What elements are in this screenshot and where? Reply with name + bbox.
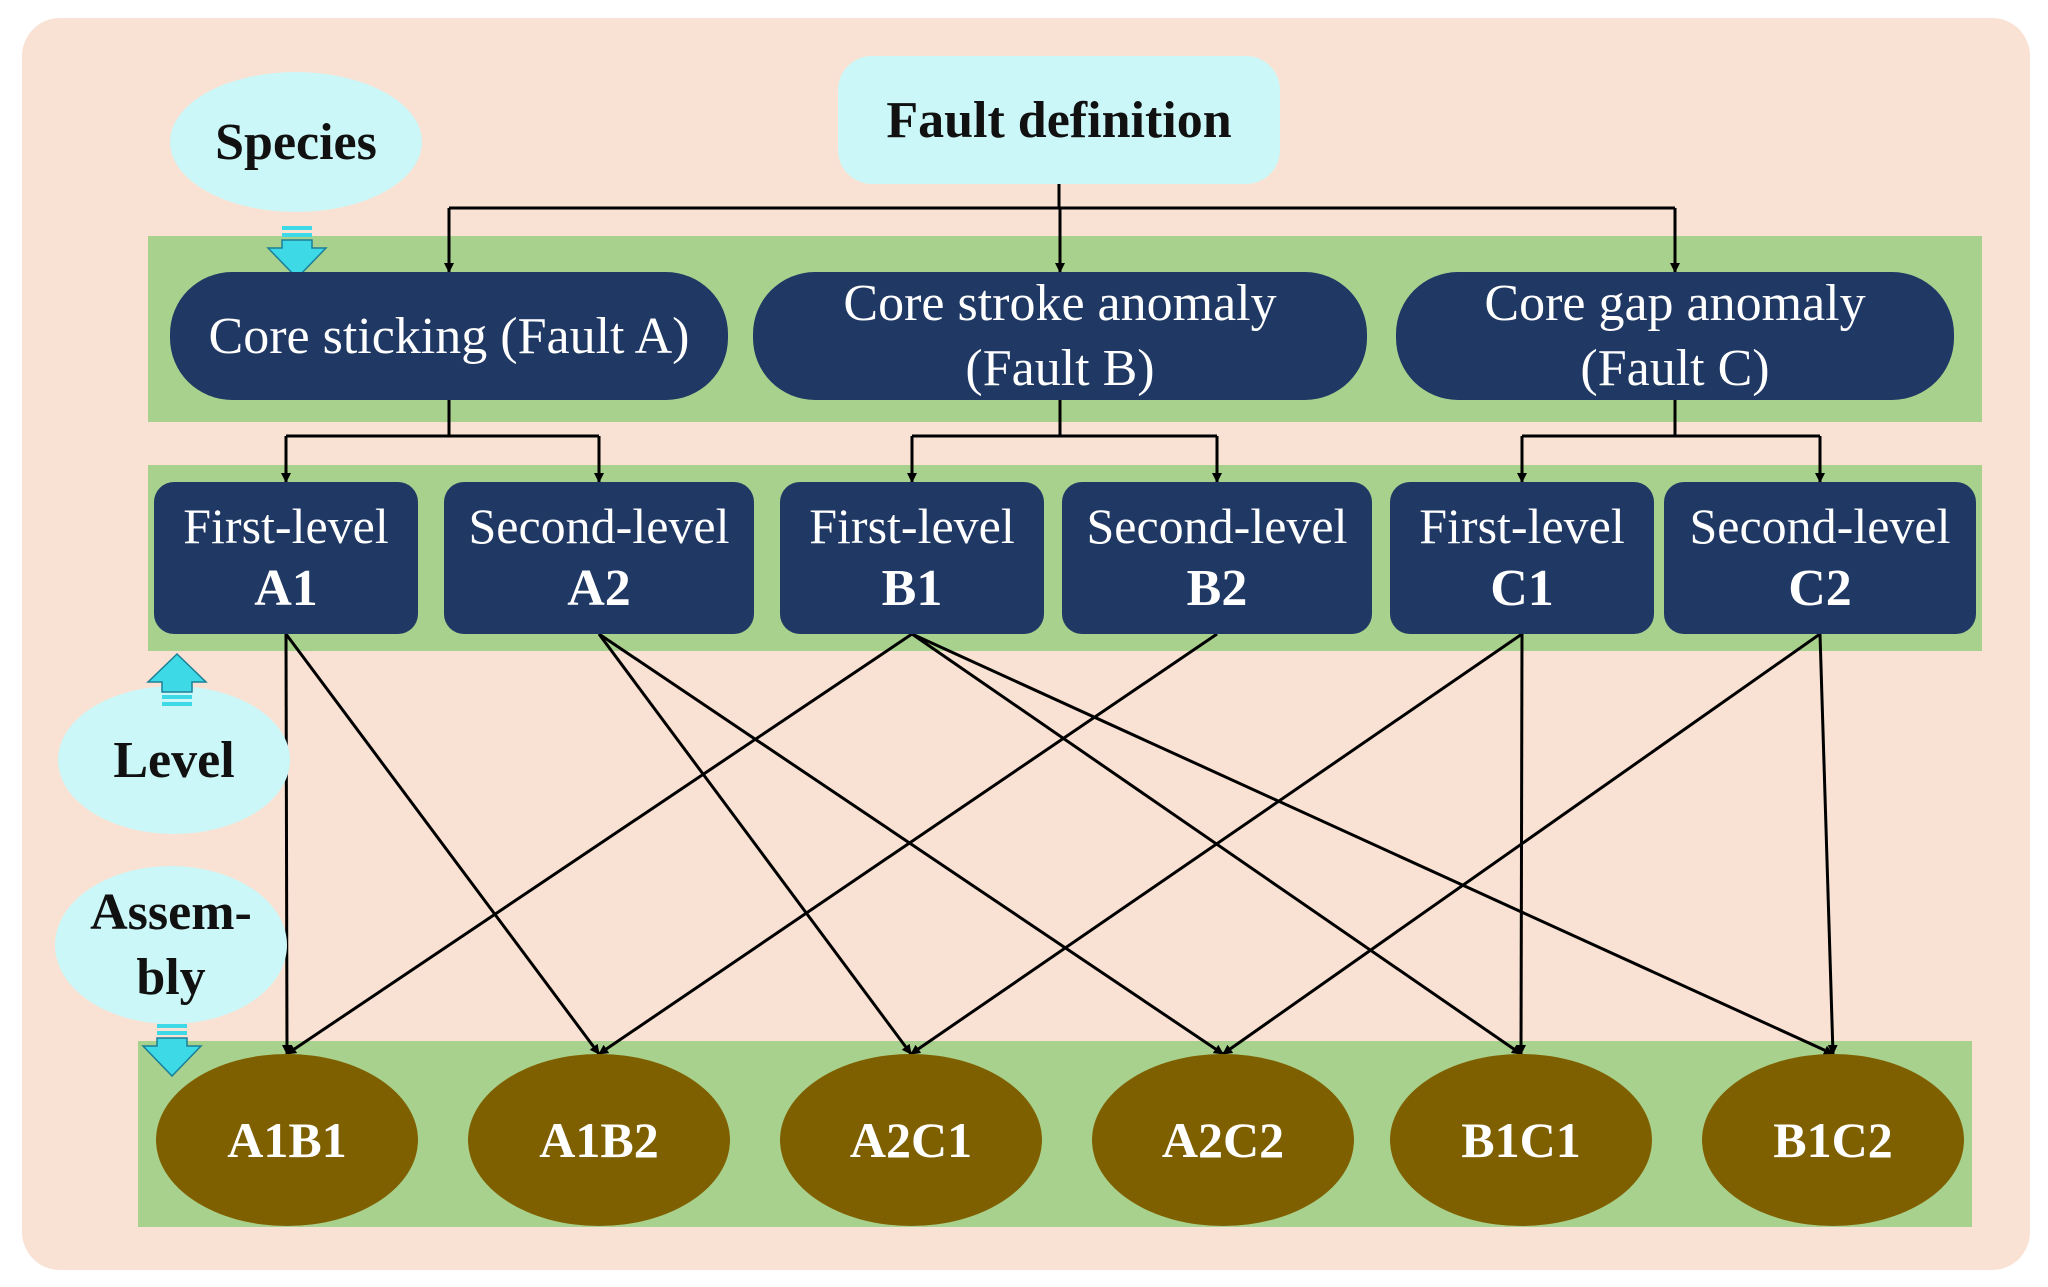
- level-up-arrow-icon: [146, 652, 208, 706]
- assembly-label-line2: bly: [136, 949, 206, 1006]
- fault-c-label-line2: (Fault C): [1580, 340, 1770, 397]
- edge-c2-to-b1c2: [1818, 633, 1838, 1055]
- assembly-b1c2-label: B1C2: [1773, 1112, 1893, 1168]
- level-b2-code: B2: [1186, 559, 1248, 617]
- assembly-a2c2: A2C2: [1092, 1054, 1354, 1226]
- level-bubble: Level: [58, 686, 290, 834]
- level-c1-code: C1: [1490, 559, 1554, 617]
- assembly-b1c1-label: B1C1: [1461, 1112, 1581, 1168]
- level-c1-label: First-level: [1419, 497, 1625, 554]
- fault-a-label: Core sticking (Fault A): [208, 307, 690, 365]
- assembly-a1b1: A1B1: [156, 1054, 418, 1226]
- level-node-c1: First-level C1: [1390, 482, 1654, 634]
- level-b1-label: First-level: [809, 497, 1015, 554]
- fault-node-a: Core sticking (Fault A): [170, 272, 728, 400]
- fault-b-label-line1: Core stroke anomaly: [843, 275, 1277, 332]
- assembly-b1c2: B1C2: [1702, 1054, 1964, 1226]
- species-bubble: Species: [170, 72, 422, 212]
- assembly-a2c2-label: A2C2: [1161, 1112, 1285, 1168]
- level-c2-code: C2: [1788, 559, 1852, 617]
- fault-definition-label: Fault definition: [886, 91, 1232, 149]
- level-a2-label: Second-level: [468, 497, 730, 554]
- level-node-c2: Second-level C2: [1664, 482, 1976, 634]
- assembly-down-arrow-icon: [141, 1024, 203, 1078]
- level-a2-code: A2: [567, 559, 631, 617]
- species-down-arrow-icon: [266, 226, 328, 280]
- edge-b1-to-b1c1: [911, 632, 1522, 1056]
- level-label: Level: [113, 731, 235, 789]
- fault-c-label-line1: Core gap anomaly: [1484, 275, 1866, 332]
- assembly-a1b2: A1B2: [468, 1054, 730, 1226]
- level-a1-code: A1: [254, 559, 318, 617]
- edge-b1-to-a1b1: [286, 632, 913, 1056]
- edge-a2-to-a2c2: [598, 632, 1224, 1056]
- species-label: Species: [215, 113, 377, 171]
- level-b1-code: B1: [881, 559, 943, 617]
- assembly-band: [138, 1041, 1972, 1227]
- edge-b2-to-a1b2: [598, 632, 1218, 1056]
- edge-a1-to-a1b1: [281, 633, 292, 1055]
- fault-node-c: Core gap anomaly (Fault C): [1396, 272, 1954, 400]
- level-node-b2: Second-level B2: [1062, 482, 1372, 634]
- assembly-a1b1-label: A1B1: [227, 1112, 347, 1168]
- level-b2-label: Second-level: [1086, 497, 1348, 554]
- level-node-a2: Second-level A2: [444, 482, 754, 634]
- assembly-bubble: Assem- bly: [55, 866, 287, 1024]
- assembly-a2c1: A2C1: [780, 1054, 1042, 1226]
- edge-a1-to-a1b2: [284, 633, 601, 1055]
- edge-c1-to-b1c1: [1516, 633, 1527, 1055]
- level-c2-label: Second-level: [1689, 497, 1951, 554]
- assembly-b1c1: B1C1: [1390, 1054, 1652, 1226]
- level-a1-label: First-level: [183, 497, 389, 554]
- assembly-a2c1-label: A2C1: [849, 1112, 973, 1168]
- fault-node-b: Core stroke anomaly (Fault B): [753, 272, 1367, 400]
- edge-a2-to-a2c1: [597, 633, 913, 1055]
- assembly-label-line1: Assem-: [90, 884, 252, 941]
- level-node-b1: First-level B1: [780, 482, 1044, 634]
- fault-b-label-line2: (Fault B): [965, 340, 1155, 397]
- fault-definition-box: Fault definition: [838, 56, 1280, 184]
- edge-b1-to-b1c2: [911, 632, 1834, 1056]
- level-node-a1: First-level A1: [154, 482, 418, 634]
- assembly-a1b2-label: A1B2: [539, 1112, 659, 1168]
